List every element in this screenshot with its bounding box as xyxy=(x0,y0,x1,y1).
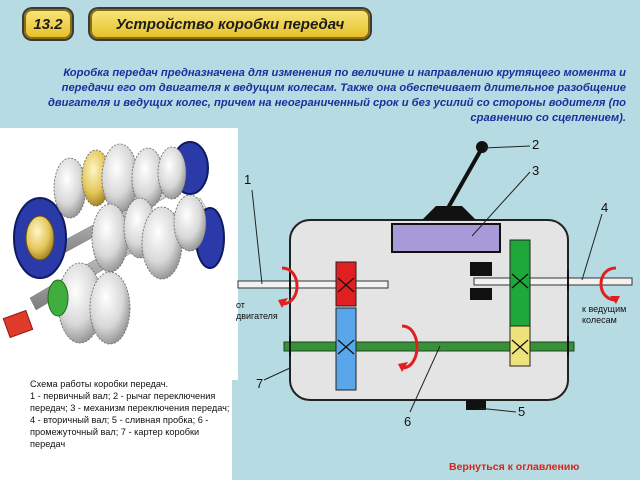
callout-6: 6 xyxy=(404,414,411,429)
gearbox-illustration xyxy=(2,141,225,345)
section-number: 13.2 xyxy=(33,15,63,33)
page-title: Устройство коробки передач xyxy=(115,15,345,33)
label-line: колесам xyxy=(582,315,617,325)
callout-4: 4 xyxy=(601,200,608,215)
callout-3: 3 xyxy=(532,163,539,178)
page-title-badge: Устройство коробки передач xyxy=(90,9,370,39)
countershaft xyxy=(283,341,575,352)
input-gear xyxy=(335,261,357,307)
lever-boot xyxy=(422,206,476,220)
callout-1: 1 xyxy=(244,172,251,187)
output-shaft xyxy=(473,277,633,286)
counter-gear-blue xyxy=(335,307,357,391)
input-shaft xyxy=(237,280,389,289)
label-line: от xyxy=(236,300,245,310)
shift-lever xyxy=(446,147,484,209)
output-gear xyxy=(509,239,531,327)
shift-lever-knob xyxy=(476,141,488,153)
callout-5: 5 xyxy=(518,404,525,419)
shift-mechanism xyxy=(391,223,501,253)
figure-caption: Схема работы коробки передач.1 - первичн… xyxy=(30,379,230,449)
label-line: двигателя xyxy=(236,311,278,321)
back-to-contents-link[interactable]: Вернуться к оглавлению xyxy=(449,461,580,473)
section-number-badge: 13.2 xyxy=(24,9,72,39)
caption-panel xyxy=(0,340,232,480)
counter-gear-yellow xyxy=(509,325,531,367)
callout-7: 7 xyxy=(256,376,263,391)
callout-2: 2 xyxy=(532,137,539,152)
label-line: к ведущим xyxy=(582,304,626,314)
intro-paragraph: Коробка передач предназначена для измене… xyxy=(47,67,626,124)
drain-plug xyxy=(466,400,486,410)
